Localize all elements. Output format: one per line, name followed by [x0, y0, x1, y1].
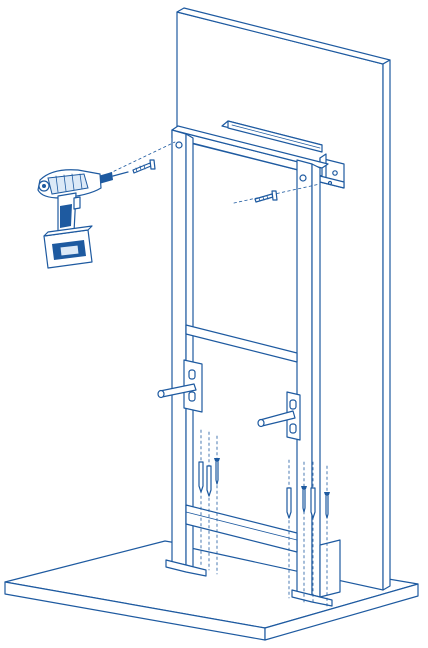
screw-icon [132, 159, 156, 174]
wall-panel [176, 7, 391, 591]
installation-frame [165, 125, 341, 607]
right-side-bracket [257, 391, 301, 441]
cordless-drill-icon [37, 169, 129, 269]
top-rail [221, 120, 323, 153]
screw-icon [254, 190, 278, 203]
upper-screw-guides [103, 141, 321, 204]
wall-plug-icon [198, 461, 316, 519]
screw-icon [214, 458, 330, 519]
left-side-bracket [157, 359, 203, 413]
floor-slab [4, 540, 419, 641]
